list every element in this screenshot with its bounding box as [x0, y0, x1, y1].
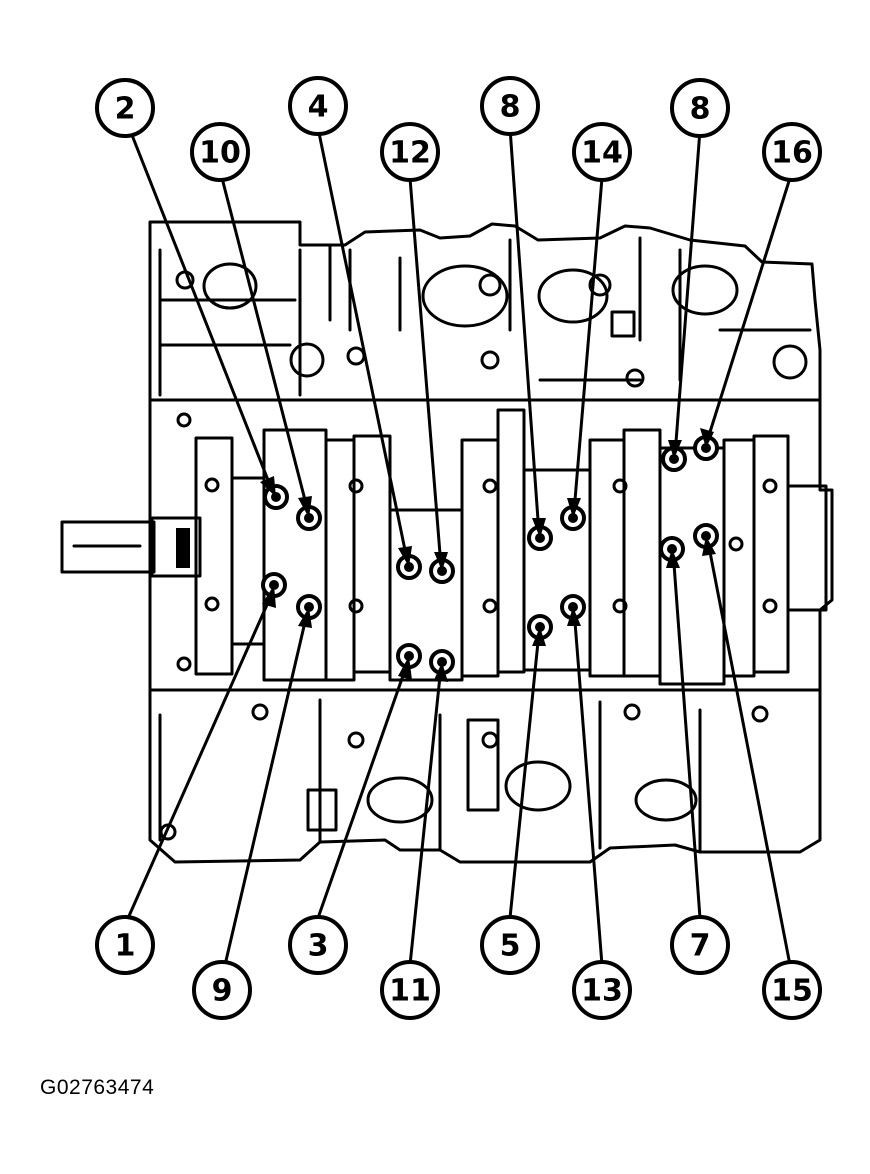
svg-text:11: 11 [389, 974, 431, 1009]
callout-4: 4 [288, 76, 348, 136]
svg-text:5: 5 [500, 929, 521, 964]
leader-3 [316, 656, 412, 919]
leader-15 [702, 536, 792, 966]
figure-id-label: G02763474 [40, 1076, 155, 1099]
callout-8: 8 [670, 78, 730, 138]
svg-text:4: 4 [308, 90, 329, 125]
leader-14 [567, 177, 604, 518]
leader-12 [408, 177, 448, 571]
svg-text:3: 3 [308, 929, 329, 964]
callout-9: 9 [192, 960, 252, 1020]
block-outline [148, 220, 834, 864]
leader-2 [128, 129, 276, 497]
callout-3: 3 [288, 915, 348, 975]
leader-7 [666, 549, 702, 919]
svg-text:2: 2 [115, 92, 136, 127]
callout-6: 8 [480, 76, 540, 136]
bolts [261, 435, 719, 675]
svg-text:7: 7 [690, 929, 711, 964]
leader-13 [567, 607, 604, 966]
svg-text:12: 12 [389, 136, 431, 171]
svg-text:8: 8 [500, 90, 521, 125]
crank-snout [60, 520, 156, 574]
leader-1 [123, 585, 276, 926]
leader-5 [508, 627, 546, 919]
callout-15: 15 [762, 960, 822, 1020]
bearing-cap-2 [352, 434, 392, 674]
bearing-cap-3 [496, 408, 526, 674]
bearing-cap-5 [752, 434, 790, 674]
svg-text:10: 10 [199, 136, 241, 171]
leader-10 [220, 177, 312, 518]
callout-12: 12 [380, 122, 440, 182]
leader-lines [123, 127, 792, 966]
svg-text:9: 9 [212, 974, 233, 1009]
leader-8 [668, 129, 702, 459]
callout-16: 16 [762, 122, 822, 182]
callout-10: 10 [190, 122, 250, 182]
svg-text:13: 13 [581, 974, 623, 1009]
callout-7: 7 [670, 915, 730, 975]
svg-text:16: 16 [771, 136, 813, 171]
callout-11: 11 [380, 960, 440, 1020]
leader-6 [508, 127, 546, 538]
callout-13: 13 [572, 960, 632, 1020]
callout-1: 1 [95, 915, 155, 975]
svg-text:8: 8 [690, 92, 711, 127]
bearing-cap-4 [622, 428, 662, 678]
leader-9 [223, 607, 312, 966]
callout-5: 5 [480, 915, 540, 975]
svg-text:14: 14 [581, 136, 623, 171]
callout-14: 14 [572, 122, 632, 182]
leader-16 [700, 177, 792, 448]
leader-11 [408, 662, 448, 966]
svg-text:15: 15 [771, 974, 813, 1009]
callout-2: 2 [95, 78, 155, 138]
svg-text:1: 1 [115, 929, 136, 964]
leader-4 [316, 127, 412, 567]
callouts: 1 2 3 4 5 8 7 8 [95, 76, 822, 1020]
